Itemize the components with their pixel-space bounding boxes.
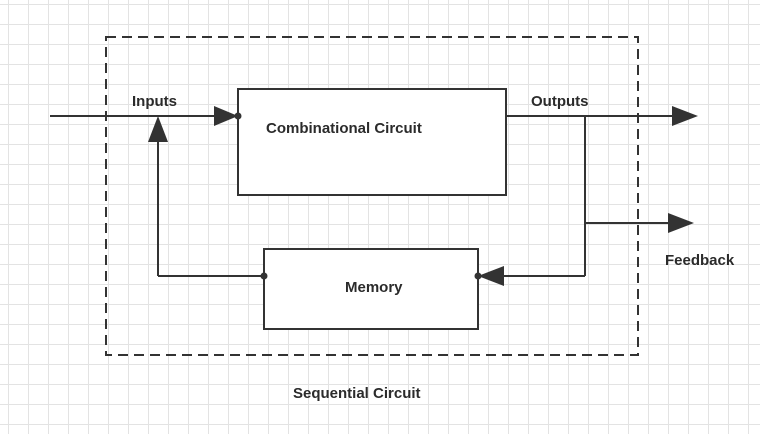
combinational-circuit-box[interactable] — [237, 88, 507, 196]
sequential-circuit-label: Sequential Circuit — [293, 385, 421, 402]
outputs-label: Outputs — [531, 93, 589, 110]
inputs-label: Inputs — [132, 93, 177, 110]
combinational-circuit-label: Combinational Circuit — [266, 120, 422, 137]
memory-box[interactable] — [263, 248, 479, 330]
output-arrowhead — [672, 106, 698, 126]
feedback-label: Feedback — [665, 252, 735, 269]
input-arrowhead — [214, 106, 238, 126]
feedback-arrowhead — [668, 213, 694, 233]
memory-input-port-dot — [474, 272, 482, 280]
memory-label: Memory — [345, 279, 403, 296]
memory-return-arrowhead — [148, 116, 168, 142]
sequential-circuit-boundary — [105, 36, 639, 356]
input-port-dot — [234, 112, 242, 120]
memory-input-arrowhead — [478, 266, 504, 286]
